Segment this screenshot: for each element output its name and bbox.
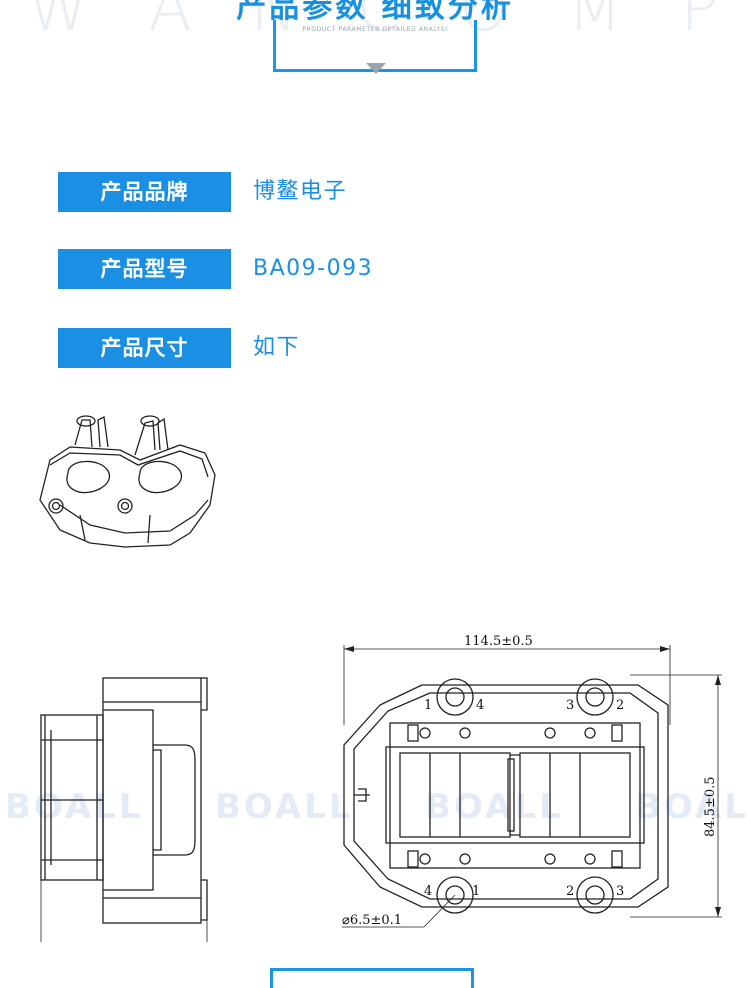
param-label: 产品尺寸 bbox=[58, 328, 231, 368]
pin-label: 4 bbox=[424, 884, 432, 899]
pin-label: 1 bbox=[424, 698, 432, 713]
bg-letter: A bbox=[148, 0, 197, 46]
watermark-text: BOALL bbox=[635, 787, 750, 827]
bg-letter: W bbox=[27, 0, 95, 46]
bg-letter: O bbox=[458, 0, 514, 46]
param-label: 产品品牌 bbox=[58, 172, 231, 212]
bg-letter: P bbox=[680, 0, 723, 46]
pin-label: 1 bbox=[472, 884, 480, 899]
bg-letter: C bbox=[355, 0, 405, 46]
param-value: 博鳌电子 bbox=[253, 179, 348, 204]
section-subtitle: PRODUCT PARAMETER DETAILED ANALYSI bbox=[302, 26, 448, 33]
down-triangle-icon bbox=[366, 63, 386, 74]
pin-label: 4 bbox=[476, 698, 484, 713]
param-row-model: 产品型号 BA09-093 bbox=[58, 249, 558, 289]
watermark-text: BOALL bbox=[215, 787, 354, 827]
product-isometric-drawing bbox=[39, 415, 216, 548]
bg-letter: M bbox=[567, 0, 627, 46]
next-section-frame bbox=[270, 968, 474, 988]
param-value: 如下 bbox=[253, 335, 301, 360]
pin-label: 3 bbox=[616, 884, 624, 899]
width-dimension-label: 114.5±0.5 bbox=[464, 634, 533, 649]
height-dimension-label: 84.5±0.5 bbox=[703, 776, 718, 837]
param-row-brand: 产品品牌 博鳌电子 bbox=[58, 172, 558, 212]
param-row-size: 产品尺寸 如下 bbox=[58, 328, 558, 368]
pin-label: 3 bbox=[566, 698, 574, 713]
section-title: 产品参数 细致分析 bbox=[236, 0, 514, 25]
hole-dimension-label: ⌀6.5±0.1 bbox=[342, 913, 402, 928]
watermark-text: BOALL bbox=[5, 787, 144, 827]
top-view-dimension-drawing: 114.5±0.5 84.5±0.5 1 4 3 2 4 1 2 3 ⌀6.5±… bbox=[342, 634, 722, 928]
param-label: 产品型号 bbox=[58, 249, 231, 289]
param-value: BA09-093 bbox=[253, 256, 374, 281]
watermark-text: BOALL bbox=[425, 787, 564, 827]
pin-label: 2 bbox=[616, 698, 624, 713]
header-background-letters: W A N C O M P bbox=[0, 0, 750, 46]
side-view-drawing bbox=[40, 677, 208, 942]
pin-label: 2 bbox=[566, 884, 574, 899]
